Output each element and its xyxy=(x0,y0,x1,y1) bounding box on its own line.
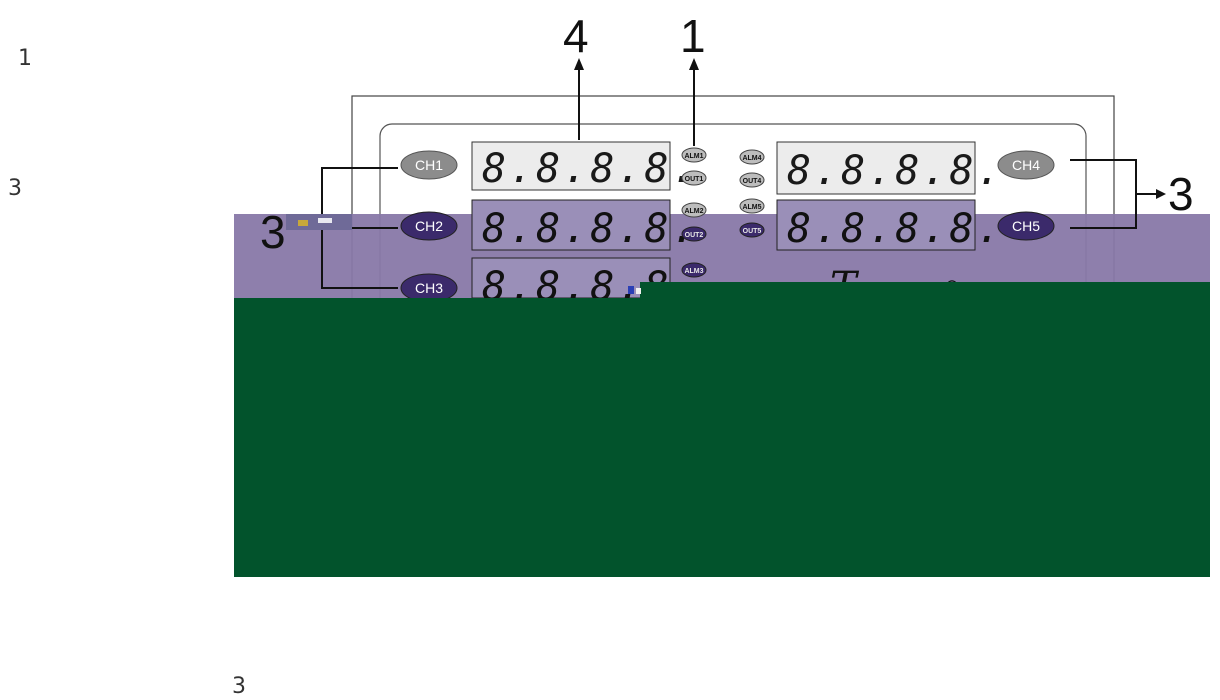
glitch-patch-5 xyxy=(636,288,641,294)
callout-digits-arrow xyxy=(574,58,584,70)
out2-label: OUT2 xyxy=(685,232,704,239)
alm3-led xyxy=(681,262,707,278)
alm4-label: ALM4 xyxy=(742,155,761,162)
ch1-display-digits: 8.8.8.8. xyxy=(482,146,699,192)
out1-label: OUT1 xyxy=(685,176,704,183)
callout-left-buttons: 3 xyxy=(260,206,286,258)
ch2-button[interactable] xyxy=(400,211,458,241)
side-number-top: 1 xyxy=(18,46,32,71)
side-number-bottom: 3 xyxy=(232,674,246,699)
alm2-led xyxy=(681,202,707,218)
alm1-label: ALM1 xyxy=(684,153,703,160)
callout-leds: 1 xyxy=(680,10,706,62)
callout-digits: 4 xyxy=(563,10,589,62)
ch5-display-digits: 8.8.8.8. xyxy=(787,206,1004,252)
out1-led xyxy=(681,170,707,186)
alm2-label: ALM2 xyxy=(684,208,703,215)
out2-led xyxy=(681,226,707,242)
alm4-led xyxy=(739,149,765,165)
ch5-display xyxy=(776,199,976,251)
right-bracket-arrow xyxy=(1156,189,1166,199)
alm3-label: ALM3 xyxy=(684,268,703,275)
ch1-button[interactable] xyxy=(400,150,458,180)
green-block-notch xyxy=(640,282,1210,299)
side-number-middle: 3 xyxy=(8,176,22,201)
ch2-button-label: CH2 xyxy=(415,218,443,234)
alm5-led xyxy=(739,198,765,214)
callout-leds-arrow xyxy=(689,58,699,70)
ch5-button[interactable] xyxy=(997,211,1055,241)
alm1-led xyxy=(681,147,707,163)
out5-led xyxy=(739,222,765,238)
ch1-display xyxy=(471,141,671,191)
ch4-button[interactable] xyxy=(997,150,1055,180)
green-block xyxy=(234,298,1210,577)
callout-right-buttons: 3 xyxy=(1168,168,1194,220)
ch4-display-digits: 8.8.8.8. xyxy=(787,148,1004,194)
ch4-display xyxy=(776,141,976,195)
ch2-display-digits: 8.8.8.8. xyxy=(482,206,699,252)
ch1-button-label: CH1 xyxy=(415,157,443,173)
glitch-patch-2 xyxy=(298,220,308,226)
ch2-display xyxy=(471,199,671,251)
glitch-patch-4 xyxy=(628,286,634,294)
out4-label: OUT4 xyxy=(743,178,762,185)
out4-led xyxy=(739,172,765,188)
alm5-label: ALM5 xyxy=(742,204,761,211)
ch4-button-label: CH4 xyxy=(1012,157,1040,173)
out5-label: OUT5 xyxy=(743,228,762,235)
glitch-patch-3 xyxy=(318,218,332,223)
ch3-button-label: CH3 xyxy=(415,280,443,296)
ch5-button-label: CH5 xyxy=(1012,218,1040,234)
